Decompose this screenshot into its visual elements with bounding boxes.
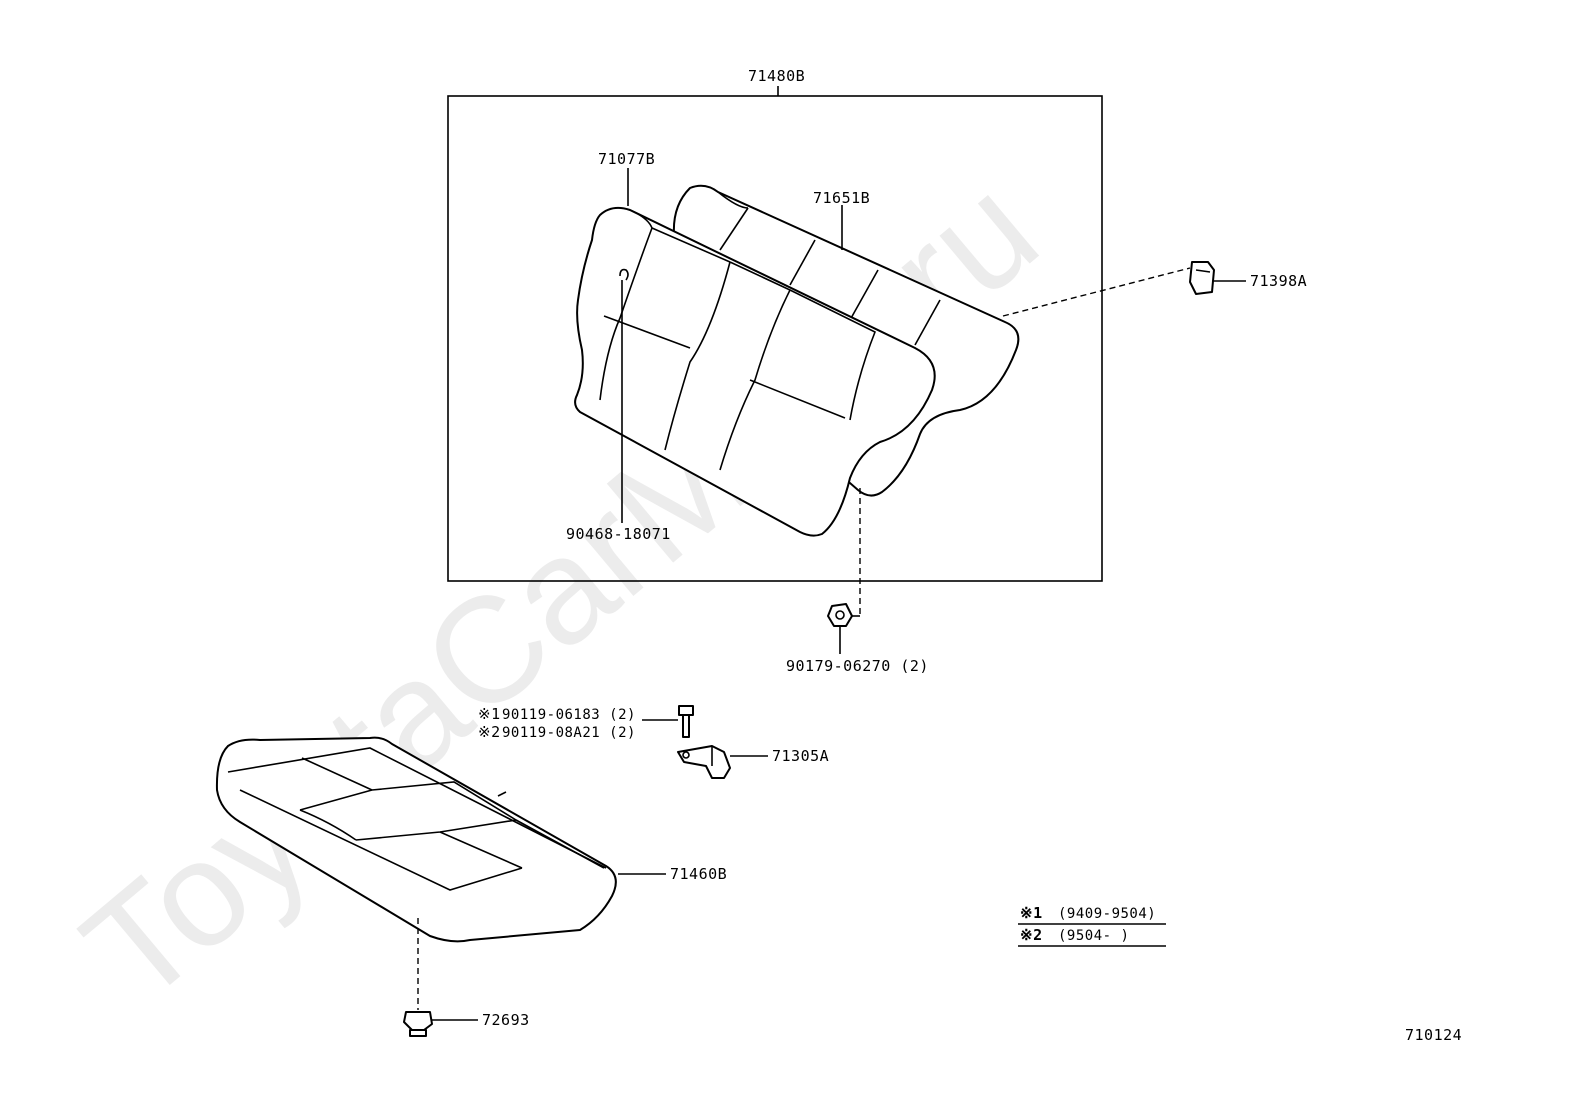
label-90179-06270[interactable]: 90179-06270 (2) <box>786 657 929 675</box>
legend-row1-text: (9409-9504) <box>1058 906 1156 922</box>
bracket-icon <box>677 745 731 779</box>
label-71480b[interactable]: 71480B <box>748 67 805 85</box>
legend-row1-mark: ※1 <box>1020 904 1043 922</box>
legend-row2-mark: ※2 <box>1020 926 1043 944</box>
label-90119-06183[interactable]: 90119-06183 (2) <box>502 707 636 723</box>
lock-icon <box>1189 261 1215 295</box>
label-bolt-2-mark: ※2 <box>478 723 501 741</box>
hog-ring-icon <box>619 268 629 281</box>
legend-row2-text: (9504- ) <box>1058 928 1129 944</box>
figure-number: 710124 <box>1405 1026 1462 1044</box>
assembly-frame <box>447 95 1103 582</box>
bolt-icon <box>678 705 694 738</box>
label-71651b[interactable]: 71651B <box>813 189 870 207</box>
label-71460b[interactable]: 71460B <box>670 865 727 883</box>
nut-icon <box>827 603 853 627</box>
label-bolt-1-mark: ※1 <box>478 705 501 723</box>
label-90119-08a21[interactable]: 90119-08A21 (2) <box>502 725 636 741</box>
seat-cushion <box>215 736 617 943</box>
legend: ※1 (9409-9504) ※2 (9504- ) <box>1018 904 1166 947</box>
label-71077b[interactable]: 71077B <box>598 150 655 168</box>
seat-back-cover <box>574 206 936 537</box>
label-72693[interactable]: 72693 <box>482 1011 530 1029</box>
label-90468-18071[interactable]: 90468-18071 <box>566 525 671 543</box>
clip-icon <box>403 1011 433 1037</box>
label-71398a[interactable]: 71398A <box>1250 272 1307 290</box>
label-71305a[interactable]: 71305A <box>772 747 829 765</box>
